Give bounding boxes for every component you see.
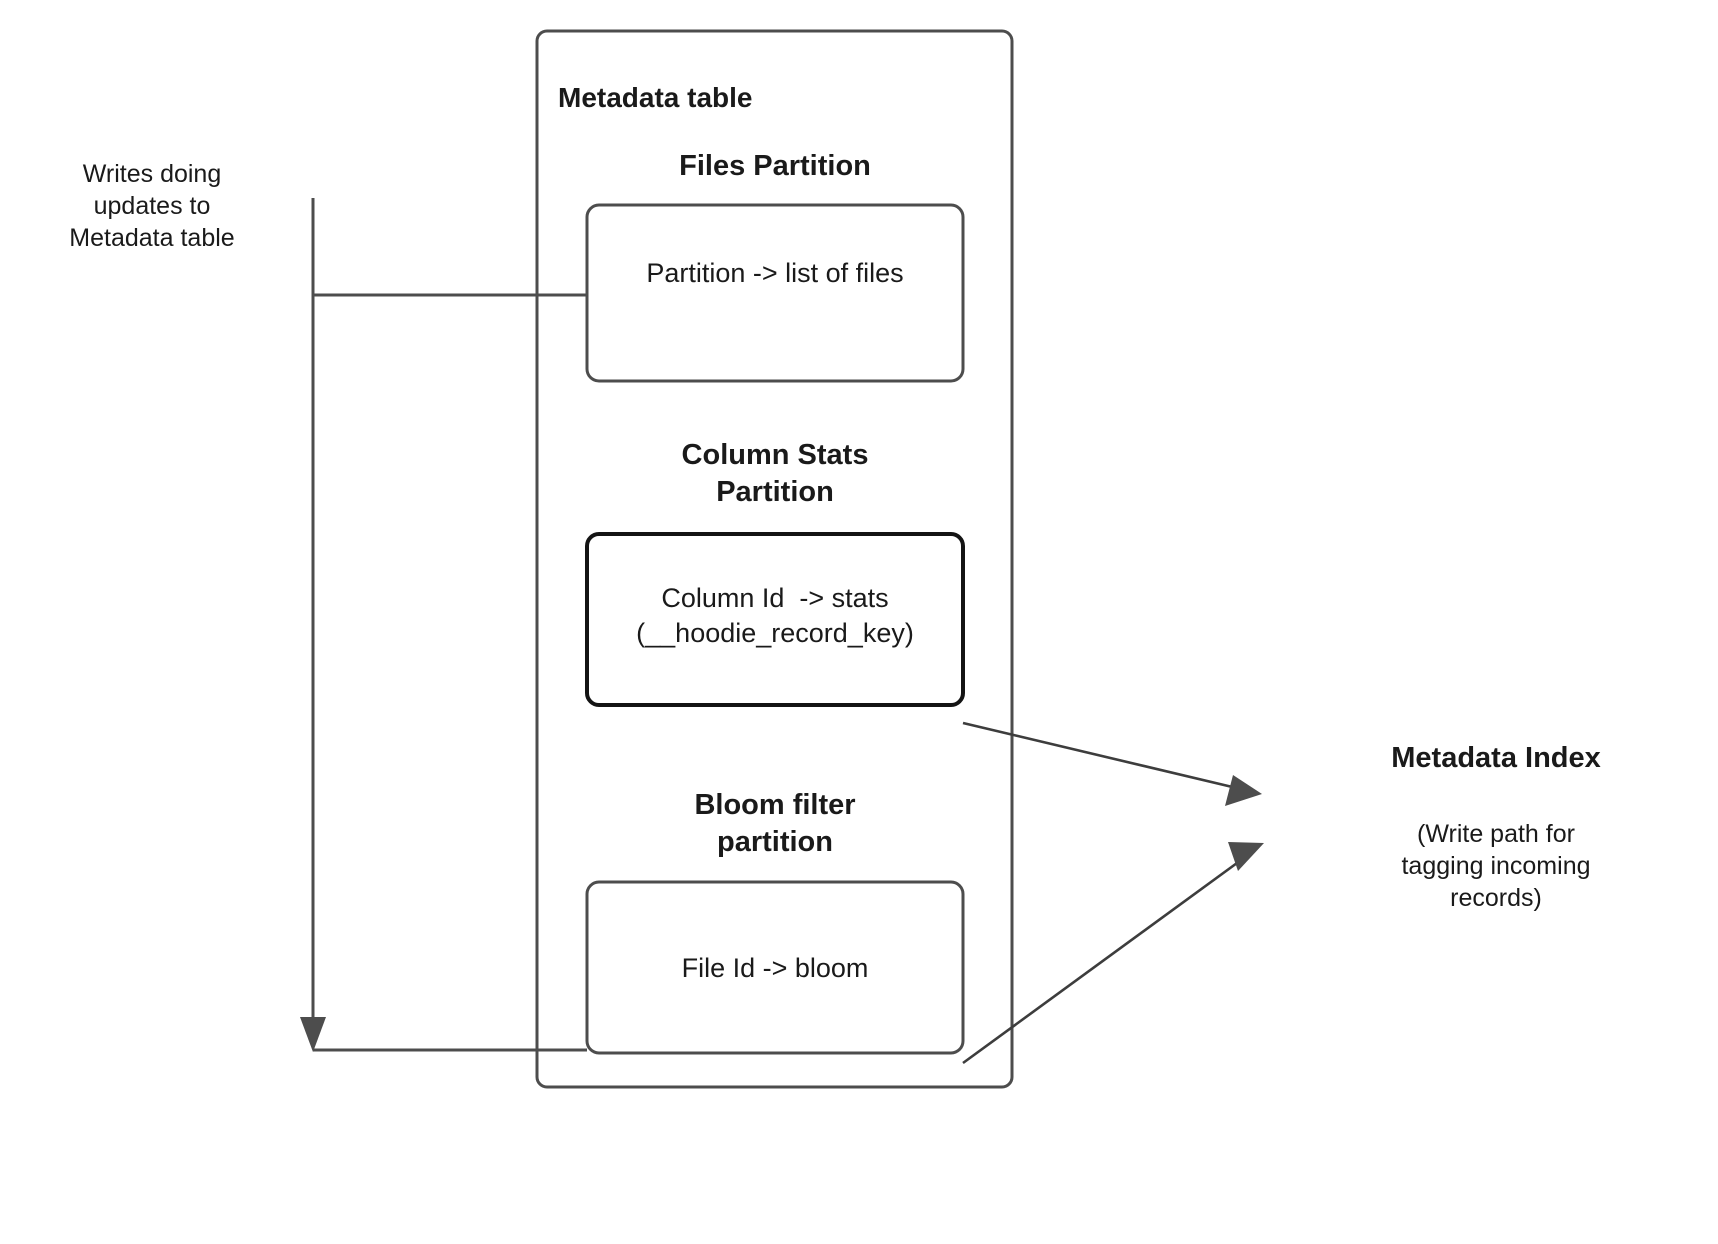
column-stats-partition-heading: Column Stats Partition xyxy=(681,439,869,509)
files-partition-heading: Files Partition xyxy=(679,150,871,182)
files-partition-box xyxy=(585,203,965,383)
metadata-index-subtitle: (Write path for tagging incoming records… xyxy=(1401,820,1591,912)
files-partition-box-label: Partition -> list of files xyxy=(646,258,904,288)
colstats-arrowhead-icon xyxy=(1225,775,1262,806)
metadata-index-title: Metadata Index xyxy=(1391,742,1601,774)
connector-colstats-to-metadata-index xyxy=(962,721,1246,792)
bloom-filter-partition-heading: Bloom filter partition xyxy=(694,789,856,859)
writes-bus-arrowhead-icon xyxy=(300,1017,326,1052)
column-stats-partition-box xyxy=(585,532,965,707)
connector-bloom-to-metadata-index xyxy=(962,853,1249,1065)
bloom-filter-partition-box-label: File Id -> bloom xyxy=(681,953,869,983)
column-stats-partition-box-label: Column Id -> stats (__hoodie_record_key) xyxy=(636,583,914,648)
metadata-table-title: Metadata table xyxy=(558,82,753,113)
bloom-arrowhead-icon xyxy=(1228,842,1264,871)
writes-annotation-label: Writes doing updates to Metadata table xyxy=(69,160,235,252)
bloom-filter-partition-box xyxy=(585,880,965,1055)
metadata-table-container xyxy=(535,29,1014,1089)
